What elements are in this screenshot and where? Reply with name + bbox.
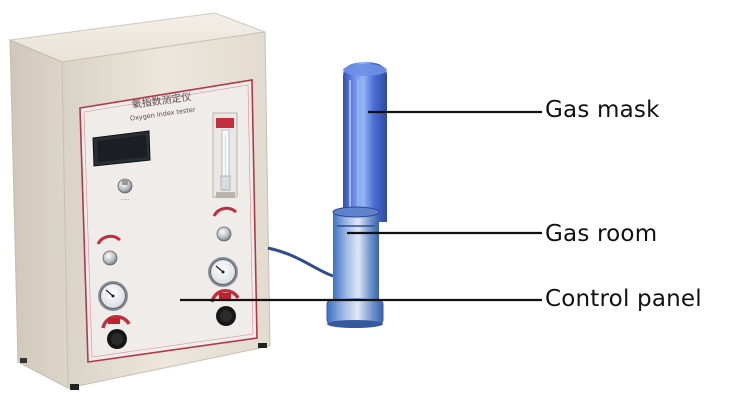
flowmeter-icon — [212, 112, 238, 198]
gas-mask-tube — [343, 62, 387, 222]
gas-room-base — [326, 206, 384, 328]
label-gas-room: Gas room — [545, 221, 658, 247]
valve-indicator-left — [96, 234, 122, 266]
pressure-gauge-icon — [208, 257, 238, 287]
svg-text:·····: ····· — [121, 197, 129, 203]
label-control-panel: Control panel — [545, 286, 702, 312]
digital-display-icon — [92, 130, 151, 167]
valve-knob-icon — [210, 289, 240, 326]
purge-switch-icon: ····· — [117, 178, 133, 203]
valve-indicator-right — [212, 206, 238, 242]
gas-cable — [267, 246, 334, 278]
label-gas-mask: Gas mask — [545, 97, 660, 123]
valve-knob-icon — [101, 315, 131, 349]
pressure-gauge-icon — [98, 281, 128, 311]
